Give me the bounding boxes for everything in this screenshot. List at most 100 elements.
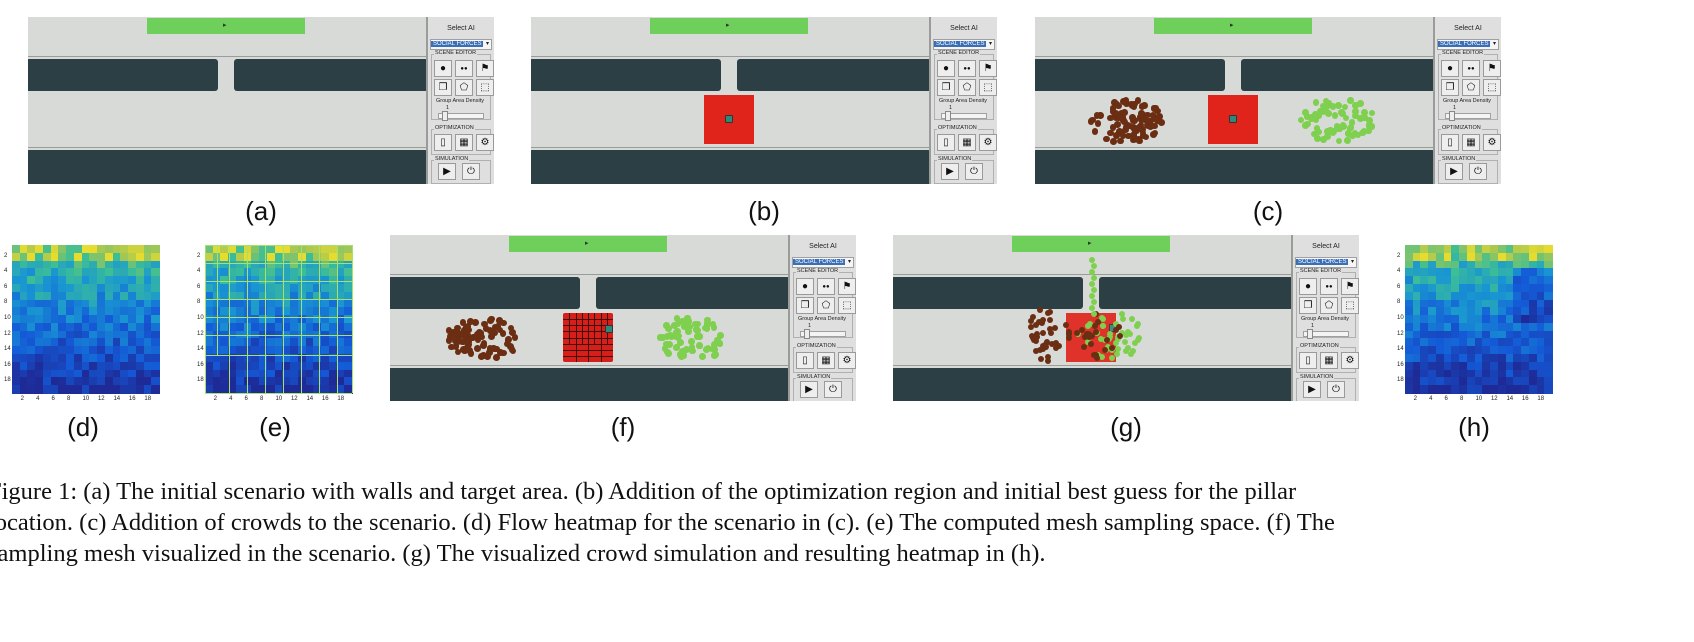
gear-button[interactable]: ⚙ bbox=[476, 134, 494, 151]
cube-button[interactable]: ❐ bbox=[1299, 297, 1317, 314]
agent-button[interactable]: ● bbox=[434, 60, 452, 77]
flag-button[interactable]: ⚑ bbox=[979, 60, 997, 77]
ai-select[interactable]: SOCIAL FORCES▾ bbox=[1437, 39, 1499, 50]
optimization-region[interactable] bbox=[1208, 95, 1258, 144]
gear-button[interactable]: ⚙ bbox=[838, 352, 856, 369]
agent-brown bbox=[1039, 330, 1046, 337]
ai-select[interactable]: SOCIAL FORCES▾ bbox=[430, 39, 492, 50]
selection-button[interactable]: ⬚ bbox=[1483, 79, 1501, 96]
y-tick-label: 8 bbox=[4, 299, 8, 306]
group-button[interactable]: ●● bbox=[455, 60, 473, 77]
mesh-button[interactable]: ▦ bbox=[1462, 134, 1480, 151]
agent-button[interactable]: ● bbox=[937, 60, 955, 77]
heatmap-cell bbox=[1513, 276, 1522, 285]
power-button[interactable]: ⏻ bbox=[824, 381, 842, 398]
heatmap-cell bbox=[66, 346, 75, 355]
cube-button[interactable]: ❐ bbox=[796, 297, 814, 314]
gear-button[interactable]: ⚙ bbox=[1483, 134, 1501, 151]
group-button[interactable]: ●● bbox=[1320, 278, 1338, 295]
power-button[interactable]: ⏻ bbox=[462, 163, 480, 180]
heatmap-cell bbox=[50, 346, 59, 355]
selection-button[interactable]: ⬚ bbox=[838, 297, 856, 314]
heatmap-cell bbox=[251, 283, 260, 293]
ai-select[interactable]: SOCIAL FORCES▾ bbox=[933, 39, 995, 50]
play-button[interactable]: ▶ bbox=[438, 163, 456, 180]
heatmap-cell bbox=[1528, 260, 1538, 269]
cube-button[interactable]: ❐ bbox=[1441, 79, 1459, 96]
power-button[interactable]: ⏻ bbox=[1469, 163, 1487, 180]
optimization-region[interactable] bbox=[563, 313, 613, 362]
pentagon-button[interactable]: ⬠ bbox=[1320, 297, 1338, 314]
density-slider-track[interactable] bbox=[800, 331, 846, 337]
power-button[interactable]: ⏻ bbox=[1327, 381, 1345, 398]
density-slider-track[interactable] bbox=[1445, 113, 1491, 119]
pillar-button[interactable]: ▯ bbox=[1441, 134, 1459, 151]
ai-select[interactable]: SOCIAL FORCES▾ bbox=[1295, 257, 1357, 268]
agent-button[interactable]: ● bbox=[1299, 278, 1317, 295]
density-slider-thumb[interactable] bbox=[1307, 329, 1313, 339]
agent-button[interactable]: ● bbox=[1441, 60, 1459, 77]
pentagon-button[interactable]: ⬠ bbox=[817, 297, 835, 314]
pillar-button[interactable]: ▯ bbox=[796, 352, 814, 369]
flag-button[interactable]: ⚑ bbox=[1341, 278, 1359, 295]
density-slider-thumb[interactable] bbox=[442, 111, 448, 121]
pentagon-button[interactable]: ⬠ bbox=[1462, 79, 1480, 96]
agent-button[interactable]: ● bbox=[796, 278, 814, 295]
selection-button[interactable]: ⬚ bbox=[1341, 297, 1359, 314]
density-slider-track[interactable] bbox=[438, 113, 484, 119]
gear-button[interactable]: ⚙ bbox=[979, 134, 997, 151]
group-button[interactable]: ●● bbox=[958, 60, 976, 77]
scene-canvas[interactable]: ▸ bbox=[531, 17, 929, 184]
scene-canvas[interactable]: ▸ bbox=[390, 235, 788, 401]
ai-select[interactable]: SOCIAL FORCES▾ bbox=[792, 257, 854, 268]
pentagon-button[interactable]: ⬠ bbox=[455, 79, 473, 96]
density-slider-track[interactable] bbox=[1303, 331, 1349, 337]
agent-green bbox=[693, 326, 701, 334]
power-button[interactable]: ⏻ bbox=[965, 163, 983, 180]
heatmap-cell bbox=[50, 268, 59, 277]
selection-button[interactable]: ⬚ bbox=[476, 79, 494, 96]
density-slider-thumb[interactable] bbox=[945, 111, 951, 121]
pillar-guess[interactable] bbox=[725, 115, 733, 123]
heatmap-cell bbox=[135, 245, 145, 254]
heatmap-cell bbox=[212, 330, 222, 340]
play-button[interactable]: ▶ bbox=[800, 381, 818, 398]
play-button[interactable]: ▶ bbox=[1445, 163, 1463, 180]
cube-button[interactable]: ❐ bbox=[434, 79, 452, 96]
mesh-button[interactable]: ▦ bbox=[817, 352, 835, 369]
density-slider-thumb[interactable] bbox=[1449, 111, 1455, 121]
scene-canvas[interactable]: ▸ bbox=[1035, 17, 1433, 184]
mesh-button[interactable]: ▦ bbox=[958, 134, 976, 151]
density-slider-thumb[interactable] bbox=[804, 329, 810, 339]
agent-brown bbox=[1033, 333, 1040, 340]
pillar-guess[interactable] bbox=[605, 325, 613, 333]
scene-canvas[interactable]: ▸ bbox=[28, 17, 426, 184]
gear-button[interactable]: ⚙ bbox=[1341, 352, 1359, 369]
pillar-guess[interactable] bbox=[1229, 115, 1237, 123]
flag-button[interactable]: ⚑ bbox=[838, 278, 856, 295]
pillar-button[interactable]: ▯ bbox=[434, 134, 452, 151]
pentagon-button[interactable]: ⬠ bbox=[958, 79, 976, 96]
flag-button[interactable]: ⚑ bbox=[1483, 60, 1501, 77]
cube-button[interactable]: ❐ bbox=[937, 79, 955, 96]
flag-button[interactable]: ⚑ bbox=[476, 60, 494, 77]
scene-canvas[interactable]: ▸ bbox=[893, 235, 1291, 401]
heatmap-cell bbox=[81, 276, 90, 285]
heatmap-cell bbox=[336, 354, 345, 363]
pillar-button[interactable]: ▯ bbox=[937, 134, 955, 151]
play-button[interactable]: ▶ bbox=[941, 163, 959, 180]
group-button[interactable]: ●● bbox=[1462, 60, 1480, 77]
group-button[interactable]: ●● bbox=[817, 278, 835, 295]
heatmap-cell bbox=[143, 361, 152, 371]
density-slider-track[interactable] bbox=[941, 113, 987, 119]
play-button[interactable]: ▶ bbox=[1303, 381, 1321, 398]
heatmap-cell bbox=[336, 330, 345, 340]
mesh-button[interactable]: ▦ bbox=[1320, 352, 1338, 369]
heatmap-cell bbox=[321, 299, 330, 308]
optimization-region[interactable] bbox=[704, 95, 754, 144]
mesh-button[interactable]: ▦ bbox=[455, 134, 473, 151]
pillar-button[interactable]: ▯ bbox=[1299, 352, 1317, 369]
heatmap-cell bbox=[112, 268, 121, 277]
selection-button[interactable]: ⬚ bbox=[979, 79, 997, 96]
